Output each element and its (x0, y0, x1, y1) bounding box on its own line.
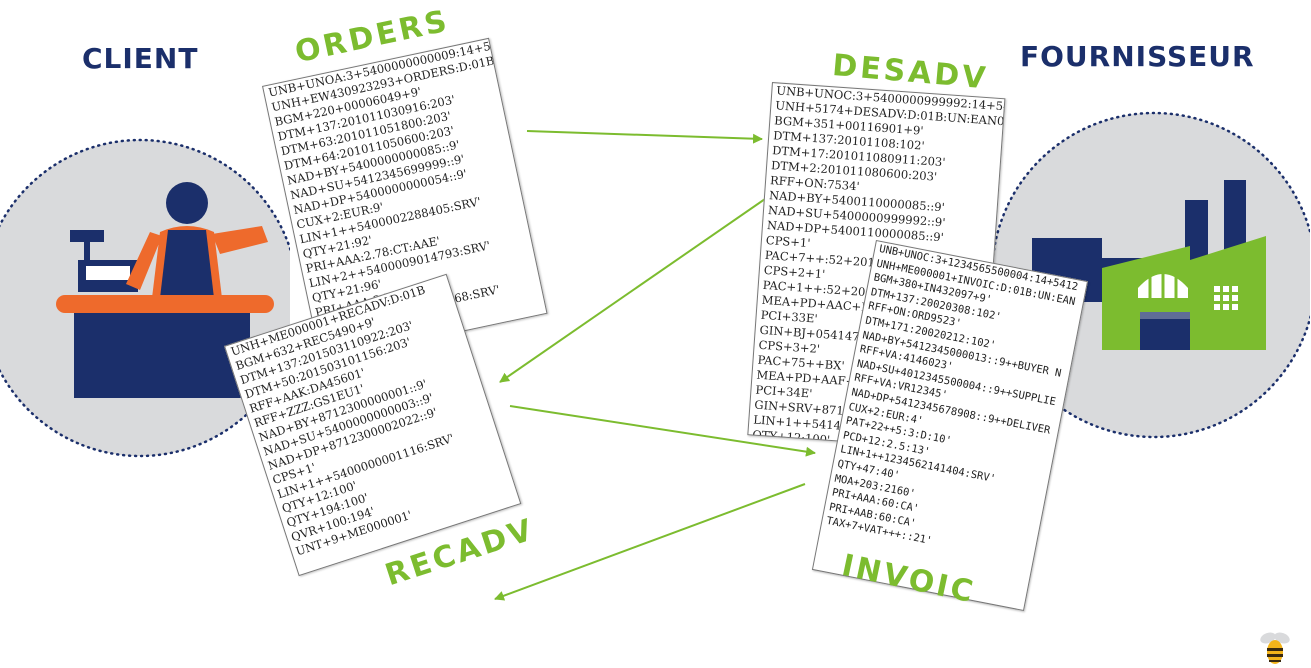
arrow-invoic-to-client (494, 483, 806, 601)
supplier-label: FOURNISSEUR (1020, 40, 1255, 73)
client-label: CLIENT (82, 42, 199, 75)
bee-logo-icon (1260, 632, 1290, 664)
arrow-desadv-to-client (499, 198, 766, 383)
arrow-recadv-to-supplier (509, 405, 816, 457)
cashier-icon (0, 138, 290, 458)
arrow-orders-to-supplier (526, 130, 763, 144)
